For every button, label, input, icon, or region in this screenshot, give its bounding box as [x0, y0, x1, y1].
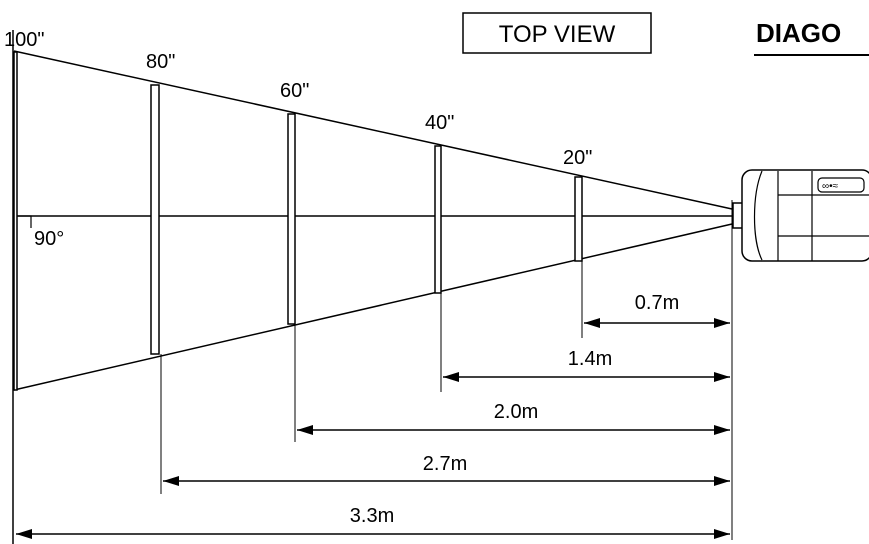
dimension-arrow-0-7m: [584, 318, 730, 328]
distance-label-2-7m: 2.7m: [423, 453, 467, 475]
angle-label: 90°: [34, 228, 64, 250]
dimension-arrow-1-4m: [443, 372, 730, 382]
top-view-box: [462, 12, 652, 54]
cone-bottom-edge: [13, 223, 733, 391]
screen-80: [150, 84, 160, 355]
distance-label-1-4m: 1.4m: [568, 348, 612, 370]
projector-panel-label: ∞•≈: [822, 181, 839, 192]
distance-label-2-0m: 2.0m: [494, 401, 538, 423]
projector-icon: ∞•≈: [732, 169, 869, 262]
distance-label-3-3m: 3.3m: [350, 505, 394, 527]
top-view-label: TOP VIEW: [499, 21, 616, 48]
screen-size-label-20: 20": [563, 147, 592, 169]
screen-size-label-60: 60": [280, 80, 309, 102]
cone-top-edge: [13, 50, 733, 210]
screen-size-label-40: 40": [425, 112, 454, 134]
diagonal-title: DIAGO: [756, 18, 841, 48]
screen-size-label-80: 80": [146, 51, 175, 73]
screen-40: [434, 145, 442, 294]
distance-label-0-7m: 0.7m: [635, 292, 679, 314]
screen-20: [574, 176, 583, 262]
dimension-arrow-2-0m: [297, 425, 730, 435]
screen-size-label-100: 100": [4, 29, 44, 51]
dimension-arrow-2-7m: [163, 476, 730, 486]
screen-100: [13, 51, 18, 391]
screen-60: [287, 113, 296, 325]
dimension-arrow-3-3m: [16, 529, 730, 539]
right-angle-marker: [18, 215, 32, 228]
